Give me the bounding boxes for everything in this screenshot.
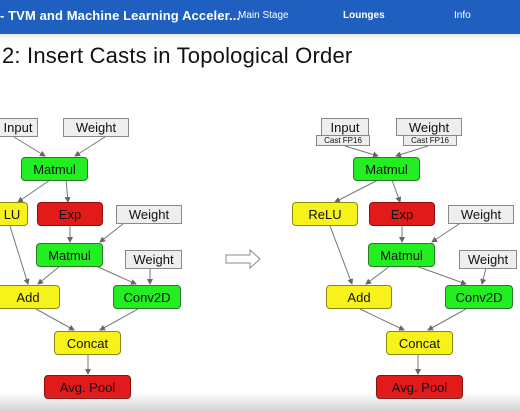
edge-relu-add xyxy=(9,225,30,285)
right-cast-node-2: Cast FP16 xyxy=(403,135,457,146)
nav-info[interactable]: Info xyxy=(454,10,471,21)
right-weight-node-3: Weight xyxy=(459,250,517,269)
left-concat-node: Concat xyxy=(54,331,121,355)
edge-cast1-matmul xyxy=(344,145,379,158)
left-relu-node: LU xyxy=(0,202,28,226)
right-matmul-node-1: Matmul xyxy=(353,157,420,181)
right-conv2d-node: Conv2D xyxy=(445,285,513,309)
edge-matmul2-conv2d xyxy=(95,265,137,285)
edge-input-matmul xyxy=(13,136,46,157)
right-weight-node-1: Weight xyxy=(396,118,462,136)
edge-matmul2-add xyxy=(37,265,61,285)
edge-matmul-exp xyxy=(64,179,71,203)
right-add-node: Add xyxy=(326,285,392,309)
edge-matmul-relu xyxy=(17,179,51,203)
left-input-node: Input xyxy=(0,118,38,137)
left-weight-node-3: Weight xyxy=(125,250,182,269)
edge-cast2-matmul xyxy=(395,145,429,158)
transform-arrow-icon xyxy=(225,248,261,270)
edge-r-add-concat xyxy=(359,308,405,331)
edge-add-concat xyxy=(35,308,75,331)
edge-conv2d-concat xyxy=(99,308,139,331)
edge-r-weight3-conv2d xyxy=(480,267,487,285)
header-shadow xyxy=(0,34,520,40)
left-matmul-node-1: Matmul xyxy=(21,157,88,181)
edge-r-matmul2-conv2d xyxy=(415,265,467,286)
edge-weight-matmul xyxy=(74,136,106,157)
edge-r-matmul-exp xyxy=(391,179,402,203)
left-add-node: Add xyxy=(0,285,60,309)
edge-r-matmul-relu xyxy=(334,179,379,203)
right-input-node: Input xyxy=(321,118,369,136)
right-concat-node: Concat xyxy=(386,331,453,355)
right-exp-node: Exp xyxy=(369,202,435,226)
edge-r-conv2d-concat xyxy=(427,308,467,331)
right-avgpool-node: Avg. Pool xyxy=(376,375,463,399)
nav-lounges[interactable]: Lounges xyxy=(343,10,385,21)
nav-main-stage[interactable]: Main Stage xyxy=(238,10,289,21)
right-relu-node: ReLU xyxy=(292,202,358,226)
right-matmul-node-2: Matmul xyxy=(368,243,435,267)
left-matmul-node-2: Matmul xyxy=(36,243,103,267)
left-exp-node: Exp xyxy=(37,202,103,226)
left-conv2d-node: Conv2D xyxy=(113,285,181,309)
event-title[interactable]: - TVM and Machine Learning Acceler... xyxy=(0,8,241,23)
edge-r-matmul2-add xyxy=(365,265,391,285)
bottom-fade xyxy=(0,392,520,412)
left-weight-node-2: Weight xyxy=(116,205,182,224)
right-weight-node-2: Weight xyxy=(448,205,514,224)
slide-title: 2: Insert Casts in Topological Order xyxy=(2,43,353,68)
left-weight-node-1: Weight xyxy=(63,118,129,137)
right-cast-node-1: Cast FP16 xyxy=(316,135,370,146)
left-avgpool-node: Avg. Pool xyxy=(44,375,131,399)
edge-r-relu-add xyxy=(329,225,354,285)
app-header: - TVM and Machine Learning Acceler... Ma… xyxy=(0,0,520,34)
edge-r-weight2-matmul2 xyxy=(431,221,463,243)
